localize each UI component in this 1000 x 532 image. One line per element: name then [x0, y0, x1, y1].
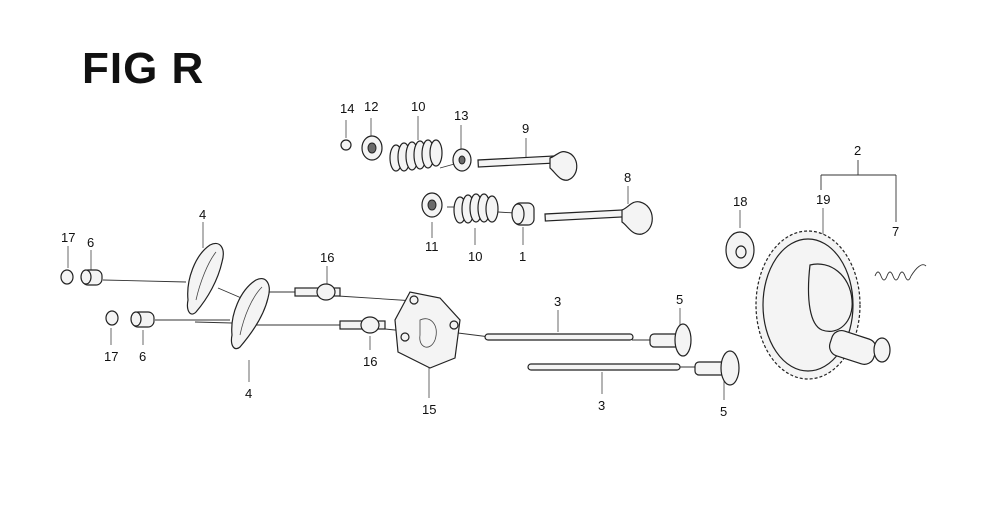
tappet-lower — [694, 350, 740, 386]
callout-1: 1 — [519, 249, 526, 264]
callout-15: 15 — [422, 402, 436, 417]
callout-10-lower: 10 — [468, 249, 482, 264]
callout-12: 12 — [364, 99, 378, 114]
guide-plate — [394, 291, 461, 369]
spring — [874, 264, 927, 281]
callout-6-upper: 6 — [87, 235, 94, 250]
callout-10-upper: 10 — [411, 99, 425, 114]
callout-19: 19 — [816, 192, 830, 207]
stud-lower — [339, 316, 386, 334]
rocker-arm-lower — [230, 278, 270, 350]
callout-4-upper: 4 — [199, 207, 206, 222]
callout-13: 13 — [454, 108, 468, 123]
callout-14: 14 — [340, 101, 354, 116]
valve-8 — [544, 201, 653, 235]
callout-11: 11 — [425, 239, 439, 254]
push-rods — [484, 333, 681, 371]
stud-upper — [294, 283, 341, 301]
valve-assembly-lower — [421, 192, 653, 235]
tappet-upper — [649, 323, 692, 357]
valve-assembly-upper — [340, 135, 578, 181]
callout-4-lower: 4 — [245, 386, 252, 401]
camshaft-gear — [755, 230, 891, 380]
callout-5-upper: 5 — [676, 292, 683, 307]
callout-7: 7 — [892, 224, 899, 239]
callout-16-upper: 16 — [320, 250, 334, 265]
valve-spring-lower — [453, 193, 499, 224]
washer — [725, 231, 755, 269]
valve-spring-upper — [389, 139, 443, 172]
rocker-arm-upper — [186, 242, 224, 315]
callout-labels: 14 12 10 13 9 11 10 1 8 17 6 4 16 17 6 4… — [61, 99, 899, 419]
callout-6-lower: 6 — [139, 349, 146, 364]
small-parts-left — [60, 269, 155, 328]
callout-9: 9 — [522, 121, 529, 136]
callout-17-lower: 17 — [104, 349, 118, 364]
callout-17-upper: 17 — [61, 230, 75, 245]
callout-16-lower: 16 — [363, 354, 377, 369]
callout-3-upper: 3 — [554, 294, 561, 309]
callout-2: 2 — [854, 143, 861, 158]
valve-9 — [477, 151, 578, 181]
callout-5-lower: 5 — [720, 404, 727, 419]
figure-title: FIG R — [82, 44, 205, 93]
callout-8: 8 — [624, 170, 631, 185]
callout-18: 18 — [733, 194, 747, 209]
callout-3-lower: 3 — [598, 398, 605, 413]
